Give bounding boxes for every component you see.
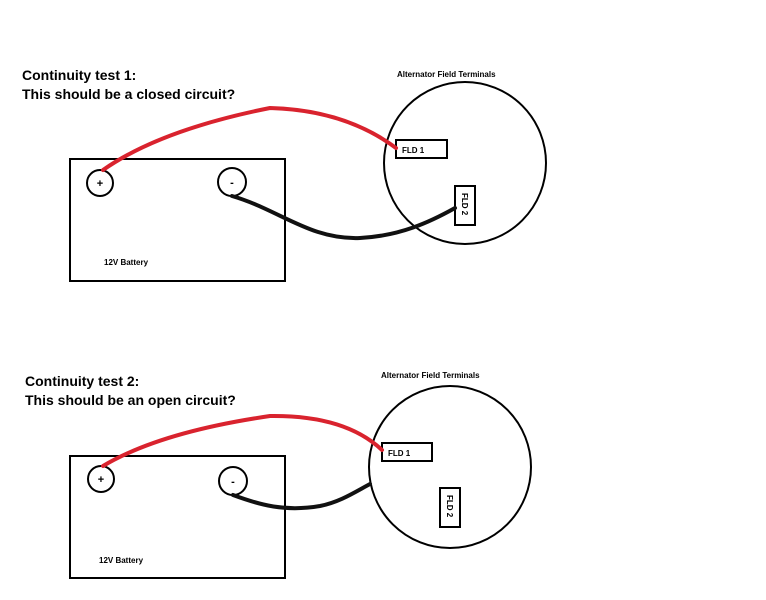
alternator-2-label: Alternator Field Terminals: [381, 371, 480, 380]
positive-wire-2: [101, 413, 384, 468]
fld2-terminal-1: [454, 185, 476, 226]
battery-1-label: 12V Battery: [104, 258, 149, 267]
test1-title: Continuity test 1:: [22, 67, 136, 83]
battery-2-minus-sign: -: [231, 476, 235, 488]
alternator-1-label: Alternator Field Terminals: [397, 70, 496, 79]
test2-subtitle: This should be an open circuit?: [25, 392, 236, 408]
negative-wire-2: [231, 482, 372, 511]
test2-title: Continuity test 2:: [25, 373, 139, 389]
fld2-label-1: FLD 2: [460, 193, 469, 216]
test1-subtitle: This should be a closed circuit?: [22, 86, 235, 102]
fld2-terminal-2: [439, 487, 461, 528]
battery-2-plus-sign: +: [98, 474, 104, 486]
negative-wire-1: [230, 194, 457, 241]
fld1-label-1: FLD 1: [402, 146, 425, 155]
battery-2: [69, 455, 286, 579]
battery-1-positive-terminal: [86, 169, 114, 197]
alternator-1: [383, 81, 547, 245]
continuity-test-1: Continuity test 1: This should be a clos…: [22, 67, 547, 282]
fld2-label-2: FLD 2: [445, 495, 454, 518]
battery-1-minus-sign: -: [230, 177, 234, 189]
battery-2-label: 12V Battery: [99, 556, 144, 565]
battery-1-plus-sign: +: [97, 178, 103, 190]
fld1-label-2: FLD 1: [388, 449, 411, 458]
continuity-test-2: Continuity test 2: This should be an ope…: [25, 371, 532, 579]
positive-wire-1: [101, 105, 398, 172]
alternator-2: [368, 385, 532, 549]
